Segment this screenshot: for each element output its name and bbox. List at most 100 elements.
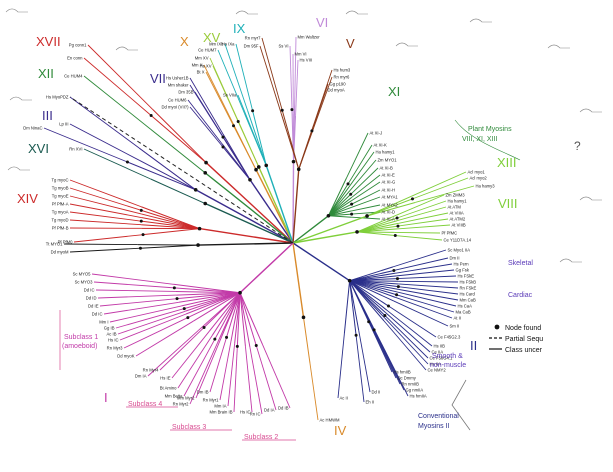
branch (141, 213, 200, 230)
branch (349, 280, 385, 322)
node-dot (355, 230, 359, 234)
myosin-glyph-icon (9, 96, 32, 101)
leaf-branch (395, 235, 443, 241)
branch (185, 292, 241, 315)
clade-stem-XII (204, 172, 294, 244)
clade-stem-XI (292, 215, 329, 244)
taxon-label: Mm Betta (165, 394, 184, 399)
leaf-branch (392, 249, 447, 268)
leaf-branch (119, 313, 187, 341)
leaf-branch (396, 194, 445, 216)
node-dot (221, 135, 225, 139)
node-dot (221, 145, 225, 149)
branch (328, 186, 350, 217)
node-dot (349, 192, 353, 196)
branch (219, 292, 241, 341)
leaf-branch (83, 148, 151, 180)
taxon-label: Pf PfM-A (52, 202, 69, 207)
branch (176, 292, 241, 296)
leaf-branch (393, 300, 449, 327)
leaf-branch (397, 212, 449, 224)
taxon-label: Hs VIII (300, 58, 313, 63)
branch (349, 280, 389, 307)
leaf-branch (95, 289, 176, 292)
taxon-label: Hs Card (460, 292, 476, 297)
leaf-branch (123, 317, 189, 349)
leaf-branch (189, 106, 224, 148)
node-dot (367, 320, 371, 324)
clade-stem-XVII (205, 162, 294, 244)
leaf-branch (412, 177, 469, 200)
taxon-label: At II (454, 316, 461, 321)
taxon-label: Mm VI (295, 52, 307, 57)
taxon-label: Dd myoA (328, 88, 345, 93)
leaf-branch (115, 308, 185, 329)
smooth-label: Smooth & (432, 353, 463, 360)
taxon-label: Hs IE (160, 376, 170, 381)
taxon-label: Tt MYO1 (46, 242, 63, 247)
node-dot (395, 216, 399, 220)
myosin-glyph-icon (547, 44, 570, 49)
leaf-branch (337, 333, 345, 399)
branch (150, 115, 207, 163)
taxon-label: Hs IIB (434, 344, 446, 349)
node-dot (236, 120, 240, 124)
taxon-label: At XI-K (374, 143, 387, 148)
branch (357, 231, 396, 237)
taxon-label: Rn Myr2 (173, 402, 189, 407)
leaf-branch (347, 144, 373, 185)
leaf-branch (159, 327, 205, 371)
myosin-glyph-icon (559, 258, 582, 263)
leaf-branch (348, 151, 375, 188)
branch (192, 292, 241, 322)
taxon-label: Hs hmIIA (410, 394, 427, 399)
branch (357, 228, 399, 233)
taxon-label: Bt X (197, 70, 205, 75)
taxon-label: Dc Dmmy (398, 376, 417, 381)
node-dot (203, 171, 208, 175)
taxon-label: Mm Brain IB (209, 410, 232, 415)
leaf-branch (295, 59, 299, 116)
node-dot (193, 188, 198, 192)
taxon-label: Sm II (450, 324, 460, 329)
node-dot (225, 335, 229, 339)
taxon-label: Ha hamy3 (476, 184, 496, 189)
node-dot (347, 278, 352, 283)
taxon-label: At MYA1 (382, 195, 399, 200)
branch (366, 202, 416, 217)
branch (152, 109, 207, 163)
node-dot (346, 182, 350, 186)
class-label-XIII: XIII (497, 155, 517, 170)
taxon-label: Hs IC (240, 410, 250, 415)
branch (187, 292, 241, 319)
node-dot (248, 177, 252, 182)
leaf-branch (93, 281, 175, 289)
node-dot (326, 213, 331, 218)
taxon-label: At MYA2 (382, 203, 399, 208)
branch (298, 133, 312, 170)
taxon-label: Acl myo1 (468, 170, 486, 175)
branch (233, 125, 257, 170)
leaf-branch (396, 206, 447, 222)
question-mark: ? (574, 139, 581, 153)
cardiac-label: Cardiac (508, 292, 533, 299)
skeletal-label: Skeletal (508, 260, 533, 267)
taxon-label: Ha hamy1 (448, 199, 468, 204)
leaf-branch (351, 174, 381, 198)
taxon-label: Mm Myr2 (177, 396, 195, 401)
branch (141, 217, 200, 230)
leaf-branch (351, 189, 381, 205)
branch (252, 110, 267, 166)
taxon-label: Ce NMY2 (428, 368, 447, 373)
leaf-branch (237, 94, 254, 134)
leaf-branch (212, 65, 239, 122)
taxon-label: Gg Fsk (456, 268, 470, 273)
leaf-branch (385, 312, 431, 353)
taxon-label: Pf PfM0 (58, 240, 74, 245)
leaf-branch (397, 275, 457, 280)
leaf-branch (351, 196, 381, 208)
leaf-branch (396, 200, 447, 219)
class-label-V: V (346, 36, 355, 51)
leaf-branch (69, 179, 142, 208)
